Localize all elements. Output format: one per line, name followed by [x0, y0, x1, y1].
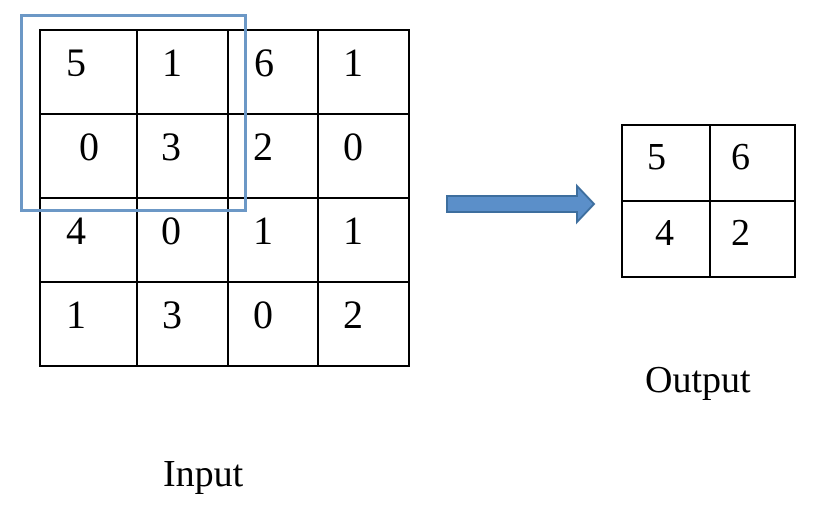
input-cell: 2 — [227, 113, 319, 199]
output-cell: 6 — [709, 124, 796, 202]
input-cell: 0 — [317, 113, 410, 199]
input-cell: 1 — [39, 281, 138, 367]
input-cell: 2 — [317, 281, 410, 367]
input-cell: 3 — [136, 113, 229, 199]
input-cell: 6 — [227, 29, 319, 115]
output-row: 5 6 — [621, 124, 796, 202]
input-row: 1 3 0 2 — [39, 281, 410, 367]
output-cell: 4 — [621, 200, 711, 278]
input-cell: 1 — [317, 29, 410, 115]
input-cell: 5 — [39, 29, 138, 115]
right-arrow-icon — [446, 183, 596, 225]
output-cell: 5 — [621, 124, 711, 202]
input-row: 4 0 1 1 — [39, 197, 410, 283]
input-cell: 0 — [227, 281, 319, 367]
output-matrix: 5 6 4 2 — [621, 124, 796, 278]
output-row: 4 2 — [621, 200, 796, 278]
input-cell: 3 — [136, 281, 229, 367]
input-cell: 0 — [39, 113, 138, 199]
input-cell: 1 — [317, 197, 410, 283]
input-caption: Input — [163, 453, 244, 495]
input-matrix: 5 1 6 1 0 3 2 0 4 0 1 1 1 3 0 2 — [39, 29, 410, 367]
input-cell: 1 — [227, 197, 319, 283]
input-cell: 0 — [136, 197, 229, 283]
input-row: 0 3 2 0 — [39, 113, 410, 199]
input-cell: 1 — [136, 29, 229, 115]
output-caption: Output — [645, 359, 751, 401]
input-row: 5 1 6 1 — [39, 29, 410, 115]
output-cell: 2 — [709, 200, 796, 278]
input-cell: 4 — [39, 197, 138, 283]
